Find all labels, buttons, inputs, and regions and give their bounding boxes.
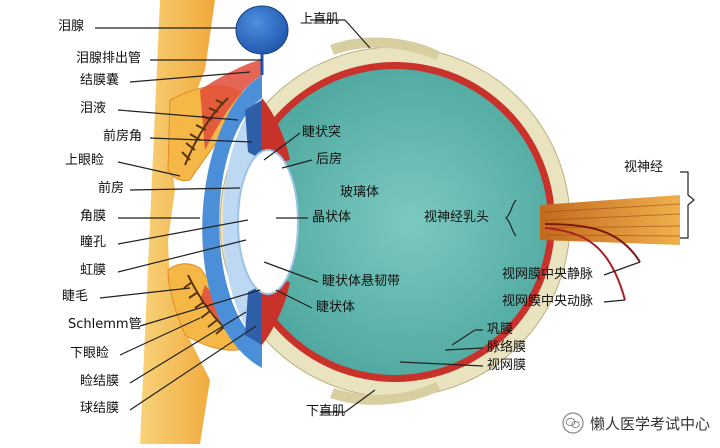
- label-eyelash: 睫毛: [62, 289, 89, 304]
- optic-disc-bracket: [505, 199, 517, 237]
- label-upper-eyelid: 上眼睑: [65, 153, 105, 168]
- wechat-logo-icon: [562, 412, 584, 434]
- label-ciliary-process: 睫状突: [302, 125, 342, 140]
- label-choroid: 脉络膜: [487, 340, 527, 355]
- iris-top: [245, 100, 262, 160]
- label-inferior-rectus: 下直肌: [306, 404, 346, 419]
- label-conjunctival-sac: 结膜囊: [80, 73, 120, 88]
- label-vitreous: 玻璃体: [340, 185, 380, 200]
- label-sclera: 巩膜: [487, 322, 514, 337]
- label-schlemm: Schlemm管: [68, 317, 142, 332]
- label-superior-rectus: 上直肌: [300, 12, 340, 27]
- label-bulbar-conjunctiva: 球结膜: [80, 401, 120, 416]
- watermark: 懒人医学考试中心: [562, 412, 710, 434]
- central-vessels: [544, 223, 641, 263]
- label-optic-disc: 视神经乳头: [424, 210, 490, 225]
- face-skin: [140, 0, 215, 444]
- label-central-artery: 视网膜中央动脉: [502, 294, 594, 309]
- label-ciliary-body: 睫状体: [316, 300, 356, 315]
- optic-nerve-bracket: [680, 171, 695, 239]
- superior-rectus-muscle: [330, 37, 440, 60]
- label-retina: 视网膜: [487, 358, 527, 373]
- ciliary-body-top: [262, 98, 290, 165]
- vitreous-body: [242, 69, 548, 375]
- label-zonule: 睫状体悬韧带: [322, 274, 401, 289]
- inferior-rectus-muscle: [330, 382, 440, 405]
- lens-shape: [237, 149, 299, 295]
- label-palpebral-conjunctiva: 睑结膜: [80, 374, 120, 389]
- cornea-shape: [202, 75, 262, 368]
- label-posterior-chamber: 后房: [316, 152, 343, 167]
- optic-nerve-shape: [540, 195, 680, 245]
- label-lens: 晶状体: [312, 210, 352, 225]
- label-lacrimal-gland: 泪腺: [58, 19, 85, 34]
- label-anterior-chamber: 前房: [98, 181, 125, 196]
- label-central-vein: 视网膜中央静脉: [502, 267, 594, 282]
- label-iris: 虹膜: [80, 263, 107, 278]
- label-lacrimal-duct: 泪腺排出管: [76, 51, 142, 66]
- watermark-text: 懒人医学考试中心: [589, 414, 710, 433]
- lacrimal-gland-shape: [235, 5, 289, 55]
- label-pupil: 瞳孔: [80, 235, 107, 250]
- conjunctiva-upper: [200, 60, 262, 150]
- label-optic-nerve: 视神经: [624, 160, 664, 175]
- leader-lines: [95, 19, 641, 413]
- label-tears: 泪液: [80, 101, 107, 116]
- label-cornea: 角膜: [80, 209, 107, 224]
- label-lower-eyelid: 下眼睑: [70, 346, 110, 361]
- label-anterior-chamber-angle: 前房角: [103, 129, 143, 144]
